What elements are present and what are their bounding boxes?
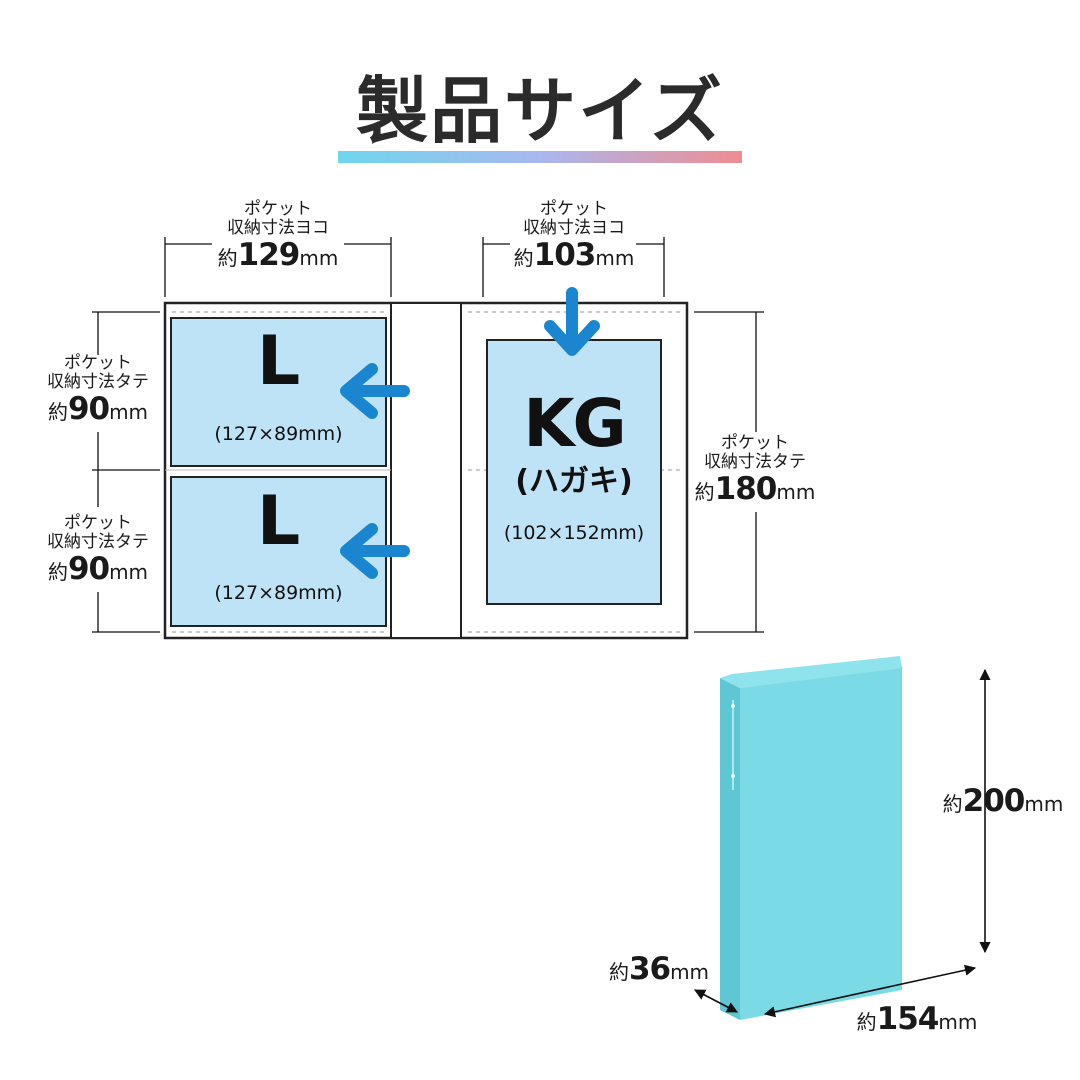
- pocket-right: [486, 339, 662, 605]
- dim-right-width-value: 約103mm: [513, 237, 635, 274]
- dim-right-width: ポケット 収納寸法ヨコ 約103mm: [494, 199, 654, 274]
- binder-depth-arrow: [694, 989, 738, 1013]
- insert-arrow-top-left: [340, 363, 410, 419]
- insert-arrow-bottom-left: [340, 523, 410, 579]
- dim-left-width-value: 約129mm: [217, 237, 339, 274]
- dim-right-height-line1: ポケット: [721, 433, 789, 453]
- dim-left-top-height-line1: ポケット: [64, 353, 132, 373]
- dim-left-width-line2: 収納寸法ヨコ: [227, 218, 329, 239]
- binder-width-arrow: [763, 964, 977, 1018]
- dim-right-height: ポケット 収納寸法タテ 約180mm: [688, 433, 822, 508]
- binder-width-label: 約154mm: [856, 1001, 978, 1037]
- insert-arrow-right: [544, 287, 600, 356]
- dim-left-top-height: ポケット 収納寸法タテ 約90mm: [26, 353, 170, 428]
- dim-left-bottom-height-value: 約90mm: [47, 551, 149, 588]
- pocket-right-label: KG: [523, 385, 626, 462]
- dim-right-height-value: 約180mm: [694, 471, 816, 508]
- dim-right-height-line2: 収納寸法タテ: [704, 452, 806, 473]
- dim-left-width: ポケット 収納寸法ヨコ 約129mm: [196, 199, 360, 274]
- page-title: 製品サイズ: [356, 69, 724, 153]
- dim-left-bottom-height: ポケット 収納寸法タテ 約90mm: [26, 513, 170, 588]
- dim-left-height-lines: [92, 311, 160, 633]
- pocket-bottom-left-size: (127×89mm): [214, 582, 343, 604]
- dim-left-width-line: [164, 237, 392, 297]
- dim-right-width-line2: 収納寸法ヨコ: [523, 218, 625, 239]
- pocket-right-sublabel: (ハガキ): [515, 464, 633, 499]
- dim-left-bottom-height-line2: 収納寸法タテ: [47, 532, 149, 553]
- title-gradient-bar: [338, 151, 742, 163]
- dim-right-height-line: [694, 311, 764, 633]
- pocket-top-left-size: (127×89mm): [214, 423, 343, 445]
- dim-right-width-line1: ポケット: [540, 199, 608, 219]
- pocket-bottom-left-label: L: [256, 482, 301, 561]
- dim-left-top-height-line2: 収納寸法タテ: [47, 372, 149, 393]
- binder-height-label: 約200mm: [942, 783, 1064, 819]
- pocket-right-size: (102×152mm): [503, 522, 645, 544]
- pocket-top-left-label: L: [256, 322, 301, 401]
- dim-left-bottom-height-line1: ポケット: [64, 513, 132, 533]
- binder-illustration: [720, 656, 903, 1020]
- binder-depth-label: 約36mm: [608, 951, 710, 987]
- dim-right-width-line: [482, 237, 665, 297]
- dim-left-top-height-value: 約90mm: [47, 391, 149, 428]
- dim-left-width-line1: ポケット: [244, 199, 312, 219]
